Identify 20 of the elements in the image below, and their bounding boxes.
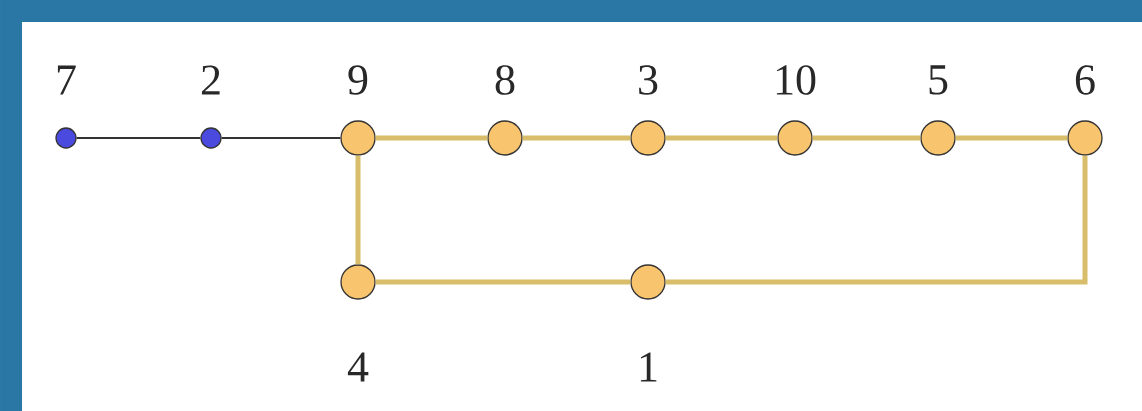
edge	[220, 137, 342, 139]
edge	[812, 135, 921, 141]
edge	[665, 155, 1088, 285]
edge	[375, 279, 631, 285]
edge	[75, 137, 202, 139]
edge	[522, 135, 631, 141]
vertex-label: 2	[201, 65, 220, 95]
vertex-label: 9	[348, 65, 368, 95]
edge	[665, 135, 778, 141]
edge	[355, 155, 361, 265]
vertex-label: 3	[639, 65, 658, 95]
edge	[955, 135, 1068, 141]
vertex-label: 1	[640, 352, 657, 382]
vertex-label: 7	[57, 65, 76, 95]
vertex-label: 8	[495, 65, 515, 95]
vertex-label: 6	[1075, 65, 1095, 95]
vertex-label: 10	[776, 65, 816, 95]
vertex-label: 5	[929, 65, 948, 95]
vertex-label: 4	[347, 352, 369, 382]
edge	[375, 135, 488, 141]
